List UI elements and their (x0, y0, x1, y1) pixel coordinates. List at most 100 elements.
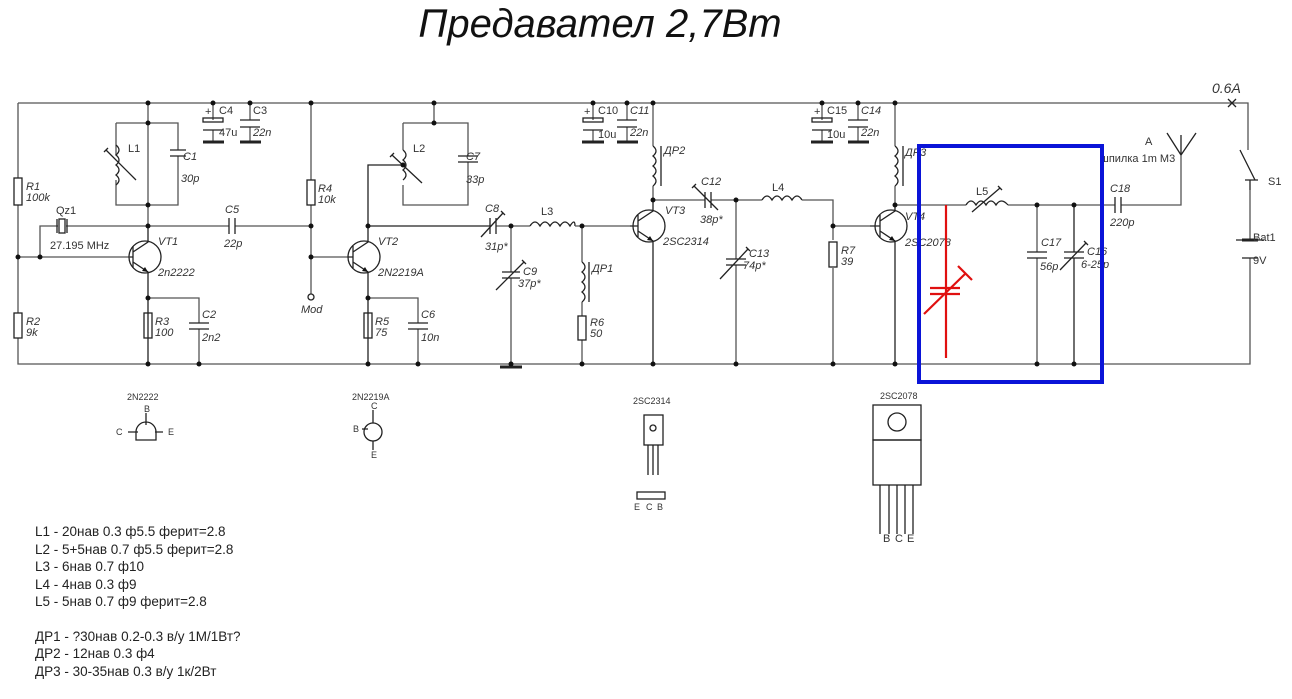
svg-text:C: C (116, 427, 123, 437)
svg-text:C9: C9 (523, 266, 537, 278)
svg-text:C15: C15 (827, 105, 847, 117)
svg-text:10n: 10n (421, 332, 439, 344)
capacitor-c3: C3 22n (240, 103, 271, 144)
capacitor-c18: C18 220p (1109, 183, 1134, 229)
choke-dr2: ДР2 (651, 103, 685, 200)
svg-text:33p: 33p (466, 174, 484, 186)
svg-text:10u: 10u (827, 129, 845, 141)
svg-text:220p: 220p (1109, 217, 1134, 229)
svg-text:E: E (634, 502, 640, 512)
svg-text:L4: L4 (772, 182, 784, 194)
svg-text:Qz1: Qz1 (56, 205, 76, 217)
note-dr2: ДР2 - 12нав 0.3 ф4 (35, 646, 155, 661)
svg-text:2SC2078: 2SC2078 (880, 391, 918, 401)
svg-text:C5: C5 (225, 204, 240, 216)
svg-text:R4: R4 (318, 183, 332, 195)
svg-text:2SC2314: 2SC2314 (633, 396, 671, 406)
choke-dr3: ДР3 (893, 103, 927, 205)
svg-text:30p: 30p (181, 173, 199, 185)
transistor-vt3: VT3 2SC2314 (630, 200, 709, 364)
svg-text:22n: 22n (629, 127, 648, 139)
svg-text:C14: C14 (861, 105, 881, 117)
svg-text:2N2219A: 2N2219A (352, 392, 390, 402)
capacitor-c5: C5 22p (148, 204, 311, 250)
antenna: A шпилка 1m M3 (1100, 132, 1197, 165)
svg-text:50: 50 (590, 328, 603, 340)
winding-notes: L1 - 20нав 0.3 ф5.5 ферит=2.8 L2 - 5+5на… (35, 523, 241, 680)
svg-text:+: + (584, 106, 590, 118)
svg-text:74p*: 74p* (743, 260, 766, 272)
svg-text:2SC2078: 2SC2078 (904, 237, 952, 249)
svg-text:100: 100 (155, 327, 174, 339)
svg-text:38p*: 38p* (700, 214, 723, 226)
transistor-vt2: VT2 2N2219A (347, 164, 490, 364)
resistor-r7: R7 39 (828, 241, 856, 268)
svg-text:B: B (883, 533, 890, 545)
tank-l2-c7: L2 C7 33p (389, 103, 484, 206)
svg-text:C3: C3 (253, 105, 267, 117)
svg-text:ДР1: ДР1 (590, 263, 613, 275)
svg-text:B: B (144, 404, 150, 414)
capacitor-c11: C11 22n (617, 103, 649, 144)
svg-text:C6: C6 (421, 309, 436, 321)
svg-text:VT1: VT1 (158, 236, 178, 248)
mod-input-terminal: Mod (301, 293, 323, 316)
svg-text:L3: L3 (541, 206, 553, 218)
svg-text:C13: C13 (749, 248, 770, 260)
highlight-box (917, 144, 1104, 384)
svg-text:C: C (371, 401, 378, 411)
note-l5: L5 - 5нав 0.7 ф9 ферит=2.8 (35, 594, 207, 609)
capacitor-c15: + C15 10u (811, 103, 847, 144)
svg-text:R5: R5 (375, 316, 390, 328)
svg-text:C18: C18 (1110, 183, 1131, 195)
svg-text:2n2222: 2n2222 (157, 267, 195, 279)
svg-text:C: C (646, 502, 653, 512)
measure-point-icon (1227, 98, 1237, 108)
svg-text:VT3: VT3 (665, 205, 686, 217)
package-2sc2314: 2SC2314 E C B (633, 396, 671, 512)
battery-bat1: Bat1 9V (1236, 232, 1276, 267)
note-l2: L2 - 5+5нав 0.7 ф5.5 ферит=2.8 (35, 541, 234, 557)
svg-text:C17: C17 (1041, 237, 1062, 249)
svg-text:9V: 9V (1253, 255, 1267, 267)
svg-text:C16: C16 (1087, 246, 1108, 258)
capacitor-c14: C14 22n (848, 103, 881, 144)
transistor-vt1: VT1 2n2222 (128, 226, 195, 364)
junctions (15, 100, 1077, 367)
svg-text:2N2222: 2N2222 (127, 392, 159, 402)
svg-text:C2: C2 (202, 309, 216, 321)
svg-text:шпилка 1m M3: шпилка 1m M3 (1100, 153, 1175, 165)
svg-text:L5: L5 (976, 186, 988, 198)
resistor-r1: R1 100k (13, 177, 50, 206)
svg-text:C7: C7 (466, 151, 481, 163)
svg-text:C1: C1 (183, 151, 197, 163)
svg-text:E: E (168, 427, 174, 437)
package-2sc2078: 2SC2078 B C E (872, 391, 922, 545)
trimmer-capacitor-c9: C9 37p* (495, 226, 541, 364)
svg-text:31p*: 31p* (485, 241, 508, 253)
svg-text:22n: 22n (252, 127, 271, 139)
svg-text:Mod: Mod (301, 304, 323, 316)
transistor-vt4: VT4 2SC2078 (870, 205, 952, 364)
svg-text:B: B (657, 502, 663, 512)
capacitor-c10: + C10 10u (582, 103, 618, 144)
resistor-r2: R2 9k (13, 312, 40, 339)
capacitor-c4: + C4 47u (202, 103, 237, 144)
capacitor-c2: C2 2n2 (148, 297, 220, 364)
trimmer-capacitor-c8: C8 31p* (480, 203, 530, 253)
svg-text:E: E (371, 450, 377, 460)
note-dr1: ДР1 - ?30нав 0.2-0.3 в/у 1М/1Вт? (35, 628, 241, 644)
svg-text:22p: 22p (223, 238, 242, 250)
svg-text:R1: R1 (26, 181, 40, 193)
svg-text:A: A (1145, 136, 1153, 148)
svg-text:C8: C8 (485, 203, 500, 215)
capacitor-c6: C6 10n (408, 309, 439, 344)
svg-text:9k: 9k (26, 327, 38, 339)
svg-text:37p*: 37p* (518, 278, 541, 290)
svg-text:ДР2: ДР2 (662, 145, 685, 157)
svg-text:39: 39 (841, 256, 853, 268)
svg-text:C4: C4 (219, 105, 233, 117)
svg-text:10k: 10k (318, 194, 336, 206)
svg-text:56p: 56p (1040, 261, 1058, 273)
schematic-title: Предавател 2,7Вт (418, 2, 782, 46)
